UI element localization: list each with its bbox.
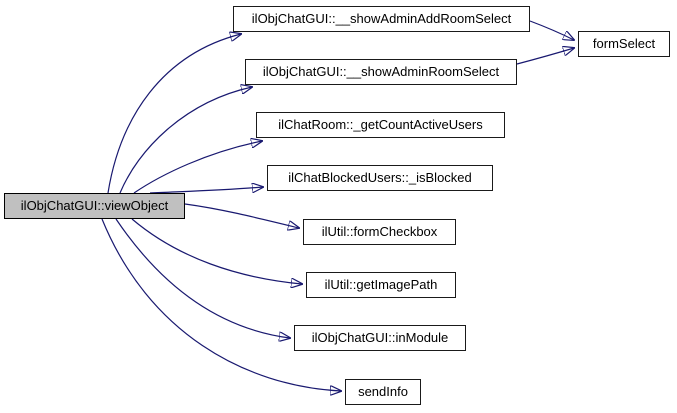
node-isBlocked[interactable]: ilChatBlockedUsers::_isBlocked xyxy=(267,165,493,191)
edge-viewObject-to-sendInfo xyxy=(101,218,341,391)
edge-showAdminRoomSelect-to-formSelect xyxy=(516,48,574,65)
edge-viewObject-to-getImagePath xyxy=(131,218,302,284)
node-sendInfo[interactable]: sendInfo xyxy=(345,379,421,405)
node-formSelect[interactable]: formSelect xyxy=(578,31,670,57)
edge-viewObject-to-showAdminRoomSelect xyxy=(119,87,252,194)
edge-viewObject-to-getCountActiveUsers xyxy=(133,141,262,194)
node-inModule[interactable]: ilObjChatGUI::inModule xyxy=(294,325,466,351)
edge-viewObject-to-formCheckbox xyxy=(184,203,299,228)
edge-viewObject-to-showAdminAddRoomSelect xyxy=(107,34,241,194)
node-getImagePath[interactable]: ilUtil::getImagePath xyxy=(306,272,456,298)
node-showAdminRoomSelect[interactable]: ilObjChatGUI::__showAdminRoomSelect xyxy=(245,59,517,85)
node-viewObject: ilObjChatGUI::viewObject xyxy=(4,193,185,219)
edge-showAdminAddRoomSelect-to-formSelect xyxy=(529,20,574,40)
node-getCountActiveUsers[interactable]: ilChatRoom::_getCountActiveUsers xyxy=(256,112,505,138)
node-formCheckbox[interactable]: ilUtil::formCheckbox xyxy=(303,219,456,245)
edge-viewObject-to-isBlocked xyxy=(149,187,263,194)
node-showAdminAddRoomSelect[interactable]: ilObjChatGUI::__showAdminAddRoomSelect xyxy=(233,6,530,32)
edge-viewObject-to-inModule xyxy=(115,218,290,338)
